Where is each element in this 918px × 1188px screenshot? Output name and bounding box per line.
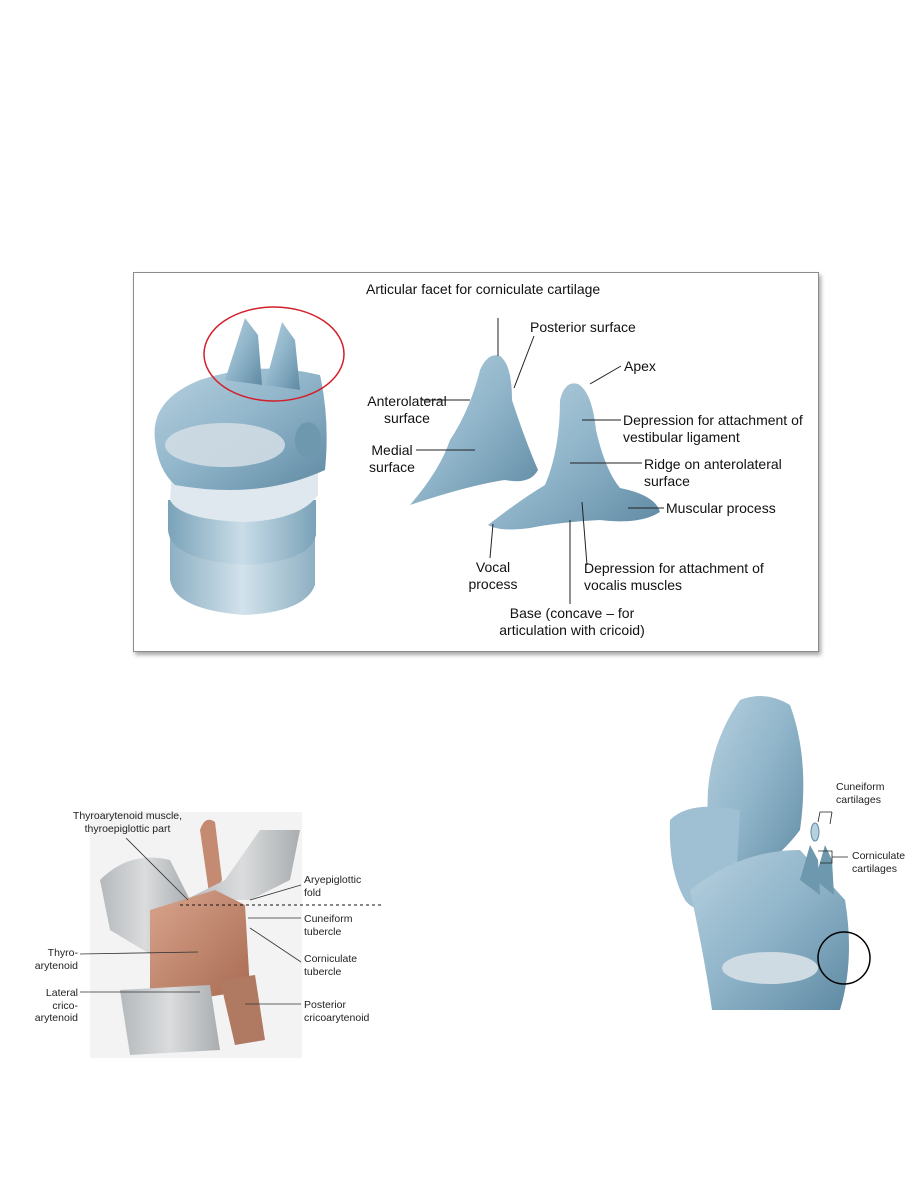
label-lateral-cricoarytenoid: Lateral crico- arytenoid	[34, 987, 78, 1024]
label-vocal-process: Vocal process	[468, 559, 518, 592]
label-aryepiglottic-fold: Aryepiglottic fold	[304, 874, 362, 899]
label-depression-vocalis: Depression for attachment of vocalis mus…	[584, 560, 764, 593]
label-posterior-surface: Posterior surface	[530, 319, 636, 335]
label-corniculate-cartilages: Corniculate cartilages	[852, 850, 906, 875]
label-thyroarytenoid-thyroepiglottic: Thyroarytenoid muscle, thyroepiglottic p…	[72, 810, 183, 835]
label-base: Base (concave – for articulation with cr…	[499, 605, 645, 638]
label-anterolateral-surface: Anterolateral surface	[367, 393, 447, 426]
label-ridge-anterolateral: Ridge on anterolateral surface	[644, 456, 782, 489]
top-leader-lines	[416, 318, 664, 604]
label-articular-facet: Articular facet for corniculate cartilag…	[366, 281, 601, 297]
label-cuneiform-cartilages: Cuneiform cartilages	[836, 781, 885, 806]
label-corniculate-tubercle: Corniculate tubercle	[304, 953, 358, 978]
muscle-leader-lines	[79, 837, 302, 1005]
label-muscular-process: Muscular process	[666, 500, 776, 516]
label-medial-surface: Medial surface	[369, 442, 415, 475]
circle-marker	[817, 931, 871, 985]
larynx-muscles-drawing	[90, 812, 302, 1058]
label-depression-vestibular: Depression for attachment of vestibular …	[623, 412, 803, 445]
label-apex: Apex	[624, 358, 656, 374]
label-cuneiform-tubercle: Cuneiform tubercle	[304, 913, 353, 938]
label-thyroarytenoid: Thyro- arytenoid	[34, 947, 78, 972]
arytenoid-medial-view	[410, 355, 538, 505]
cricoid-cartilage-drawing	[154, 318, 327, 615]
larynx-posterior-drawing	[669, 696, 849, 1010]
label-posterior-cricoarytenoid: Posterior cricoarytenoid	[304, 999, 370, 1024]
highlight-ring	[203, 306, 345, 402]
arytenoid-anterolateral-view	[488, 383, 660, 530]
right-leader-lines	[817, 811, 848, 864]
